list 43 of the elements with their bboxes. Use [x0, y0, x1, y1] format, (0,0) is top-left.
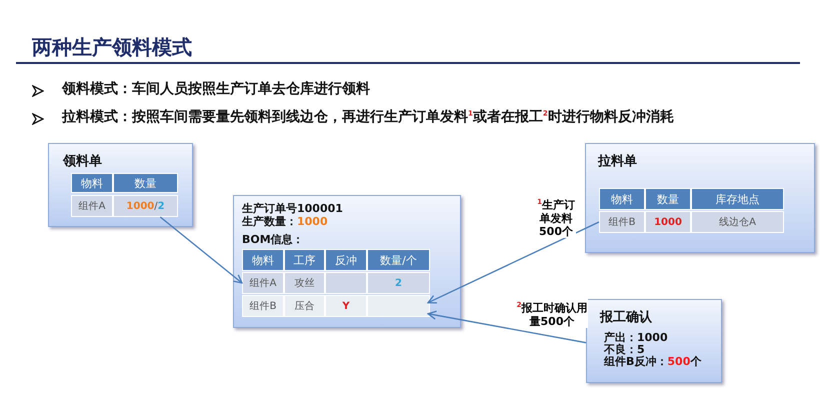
table-header-cell: 数量/个 — [367, 249, 430, 271]
bullet-text: 领料模式：车间人员按照生产订单去仓库进行领料 — [62, 80, 370, 98]
info-line: 产出：1000 — [604, 330, 668, 344]
table-cell: 组件A — [71, 195, 113, 217]
table-header-cell: 工序 — [284, 249, 325, 271]
table-cell: 组件B — [599, 211, 645, 233]
arrow — [427, 310, 586, 344]
table-header-cell: 物料 — [71, 173, 113, 193]
table-header-cell: 反冲 — [325, 249, 367, 271]
card-box — [233, 195, 461, 328]
table-row — [71, 195, 176, 217]
card-box — [586, 299, 722, 383]
order-number-text: 生产订单号100001 — [242, 201, 343, 216]
card-box — [585, 143, 815, 253]
table-row — [242, 295, 428, 317]
table-row — [599, 211, 782, 233]
table-header-cell: 物料 — [599, 188, 645, 210]
table-header-cell: 物料 — [242, 249, 284, 271]
info-line: 不良：5 — [604, 342, 645, 356]
card-title: 报工确认 — [600, 309, 652, 326]
card-title: 拉料单 — [598, 153, 637, 170]
section-heading: BOM信息： — [242, 232, 304, 247]
table-cell: 线边仓A — [691, 211, 784, 233]
table-cell: 攻丝 — [284, 272, 325, 294]
table-cell: 压合 — [284, 295, 325, 317]
table-cell: 1000/2 — [113, 195, 178, 217]
card-title: 领料单 — [63, 153, 102, 170]
table-header-cell: 数量 — [113, 173, 178, 193]
quantity-text: 生产数量：1000 — [242, 214, 328, 229]
page-title: 两种生产领料模式 — [32, 34, 192, 61]
table-cell: Y — [325, 295, 367, 317]
table-header-cell: 库存地点 — [691, 188, 784, 210]
bullet-text: 拉料模式：按照车间需要量先领料到线边仓，再进行生产订单发料$^{1}$或者在报工$^{2}$时进行物料反冲消耗 — [62, 108, 674, 126]
edge-label: $^{1}$生产订单发料500个 — [536, 196, 576, 238]
table-cell: 组件B — [242, 295, 284, 317]
table-header-cell: 数量 — [645, 188, 691, 210]
table-cell: 组件A — [242, 272, 284, 294]
table-row — [242, 272, 428, 294]
edge-label: $^{2}$报工时确认用量500个 — [516, 299, 588, 328]
table-cell: 1000 — [645, 211, 691, 233]
info-line: 组件B反冲：500个 — [604, 355, 702, 369]
card-box — [48, 143, 193, 227]
table-cell: 2 — [367, 272, 430, 294]
